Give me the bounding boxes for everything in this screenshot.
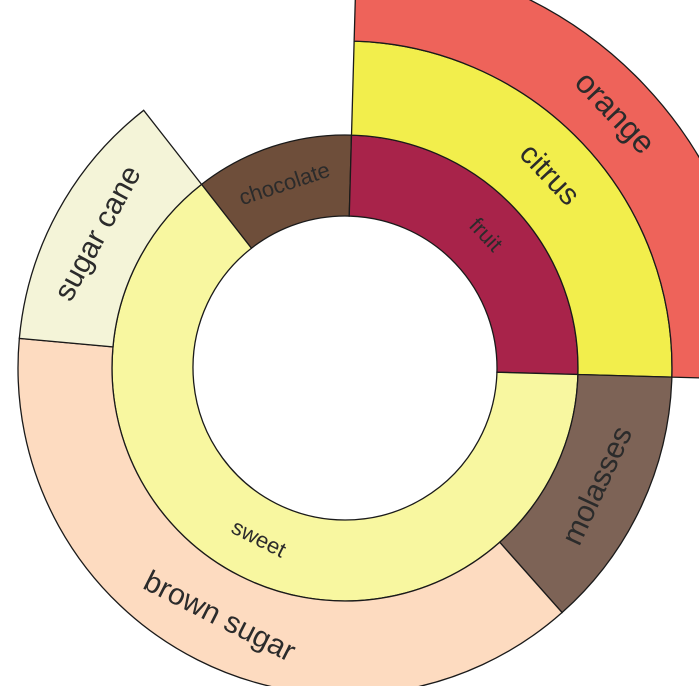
segment-arc-sugar-cane[interactable] (18, 109, 203, 348)
segment-chocolate[interactable]: chocolate (200, 134, 353, 250)
segment-sugar-cane[interactable]: sugar cane (18, 109, 203, 348)
segment-arc-brown-sugar[interactable] (17, 337, 564, 686)
segment-arc-orange[interactable] (353, 0, 699, 379)
segment-molasses[interactable]: molasses (498, 373, 673, 614)
